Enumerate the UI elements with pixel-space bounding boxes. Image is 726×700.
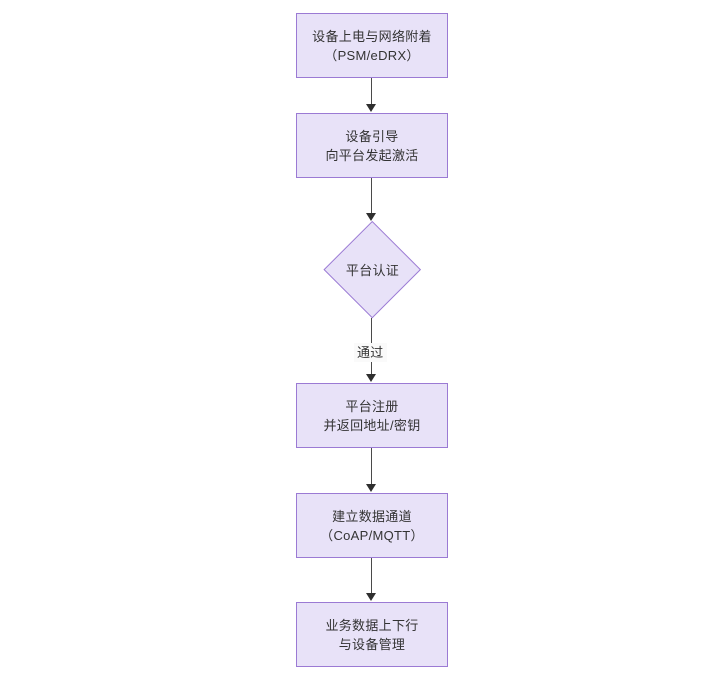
node-service-data-line2: 与设备管理 <box>338 636 406 652</box>
node-data-channel[interactable]: 建立数据通道 （CoAP/MQTT） <box>296 493 448 558</box>
edge-label-pass: 通过 <box>354 343 387 362</box>
connector-power-on-to-bootstrap <box>371 78 372 105</box>
node-data-channel-line2: （CoAP/MQTT） <box>320 527 424 543</box>
node-service-data-line1: 业务数据上下行 <box>325 617 419 633</box>
node-bootstrap[interactable]: 设备引导 向平台发起激活 <box>296 113 448 178</box>
node-platform-register-line2: 并返回地址/密钥 <box>323 417 421 433</box>
arrowhead-register-to-channel <box>366 484 376 492</box>
node-bootstrap-line1: 设备引导 <box>345 128 399 144</box>
node-platform-auth-label: 平台认证 <box>345 263 400 278</box>
node-platform-auth[interactable]: 平台认证 <box>324 221 421 318</box>
node-power-on-line1: 设备上电与网络附着 <box>312 28 432 44</box>
node-bootstrap-line2: 向平台发起激活 <box>325 147 419 163</box>
connector-channel-to-service <box>371 558 372 594</box>
arrowhead-bootstrap-to-auth <box>366 213 376 221</box>
arrowhead-power-on-to-bootstrap <box>366 104 376 112</box>
node-data-channel-line1: 建立数据通道 <box>332 508 412 524</box>
node-service-data[interactable]: 业务数据上下行 与设备管理 <box>296 602 448 667</box>
node-platform-register-line1: 平台注册 <box>345 398 399 414</box>
connector-register-to-channel <box>371 448 372 485</box>
node-power-on[interactable]: 设备上电与网络附着 （PSM/eDRX） <box>296 13 448 78</box>
node-power-on-line2: （PSM/eDRX） <box>324 47 420 63</box>
node-platform-register[interactable]: 平台注册 并返回地址/密钥 <box>296 383 448 448</box>
arrowhead-auth-to-register <box>366 374 376 382</box>
connector-bootstrap-to-auth <box>371 178 372 214</box>
arrowhead-channel-to-service <box>366 593 376 601</box>
